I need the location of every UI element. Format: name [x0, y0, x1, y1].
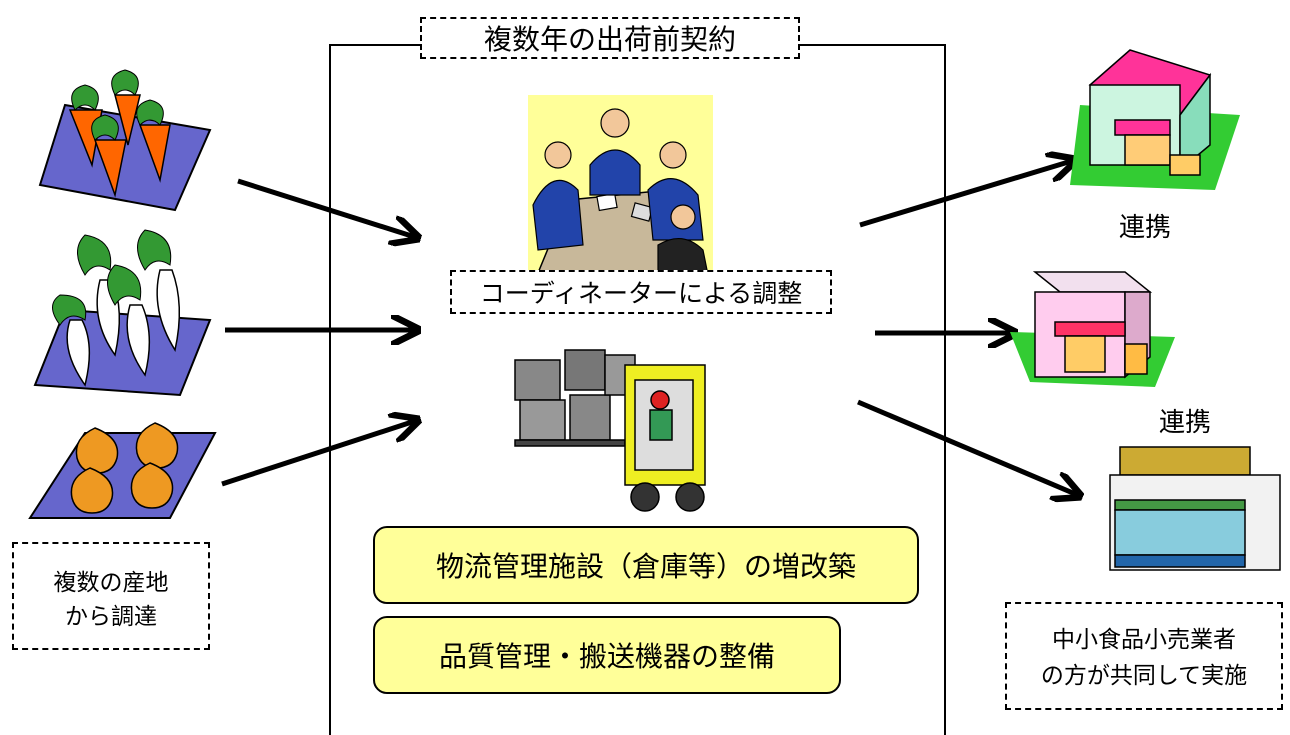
equipment-label: 品質管理・搬送機器の整備 [373, 616, 841, 694]
sources-caption-line2: から調達 [65, 604, 157, 630]
arrow-onion [221, 420, 418, 487]
onion-field-icon [28, 422, 217, 519]
sources-caption: 複数の産地 から調達 [12, 542, 210, 650]
daikon-field-icon [33, 229, 212, 397]
convenience-store-icon [1109, 446, 1281, 571]
retailers-caption-line2: の方が共同して実施 [1040, 663, 1248, 689]
shop-icon-2 [1010, 271, 1175, 387]
contract-title: 複数年の出荷前契約 [420, 17, 800, 59]
forklift-icon [514, 349, 706, 512]
link-label-2: 連携 [1158, 407, 1211, 438]
retailers-caption-line1: 中小食品小売業者 [1052, 627, 1236, 653]
meeting-illustration [528, 95, 713, 276]
arrow-shop1 [859, 160, 1075, 228]
carrot-field-icon [38, 69, 212, 212]
facility-label: 物流管理施設（倉庫等）の増改築 [373, 526, 919, 604]
arrow-store [857, 399, 1080, 496]
sources-caption-line1: 複数の産地 [53, 570, 169, 596]
link-label-1: 連携 [1118, 212, 1171, 243]
shop-icon-1 [1070, 49, 1240, 190]
retailers-caption: 中小食品小売業者 の方が共同して実施 [1005, 602, 1283, 710]
arrow-carrot [237, 178, 418, 238]
coordinator-caption: コーディネーターによる調整 [450, 270, 832, 314]
